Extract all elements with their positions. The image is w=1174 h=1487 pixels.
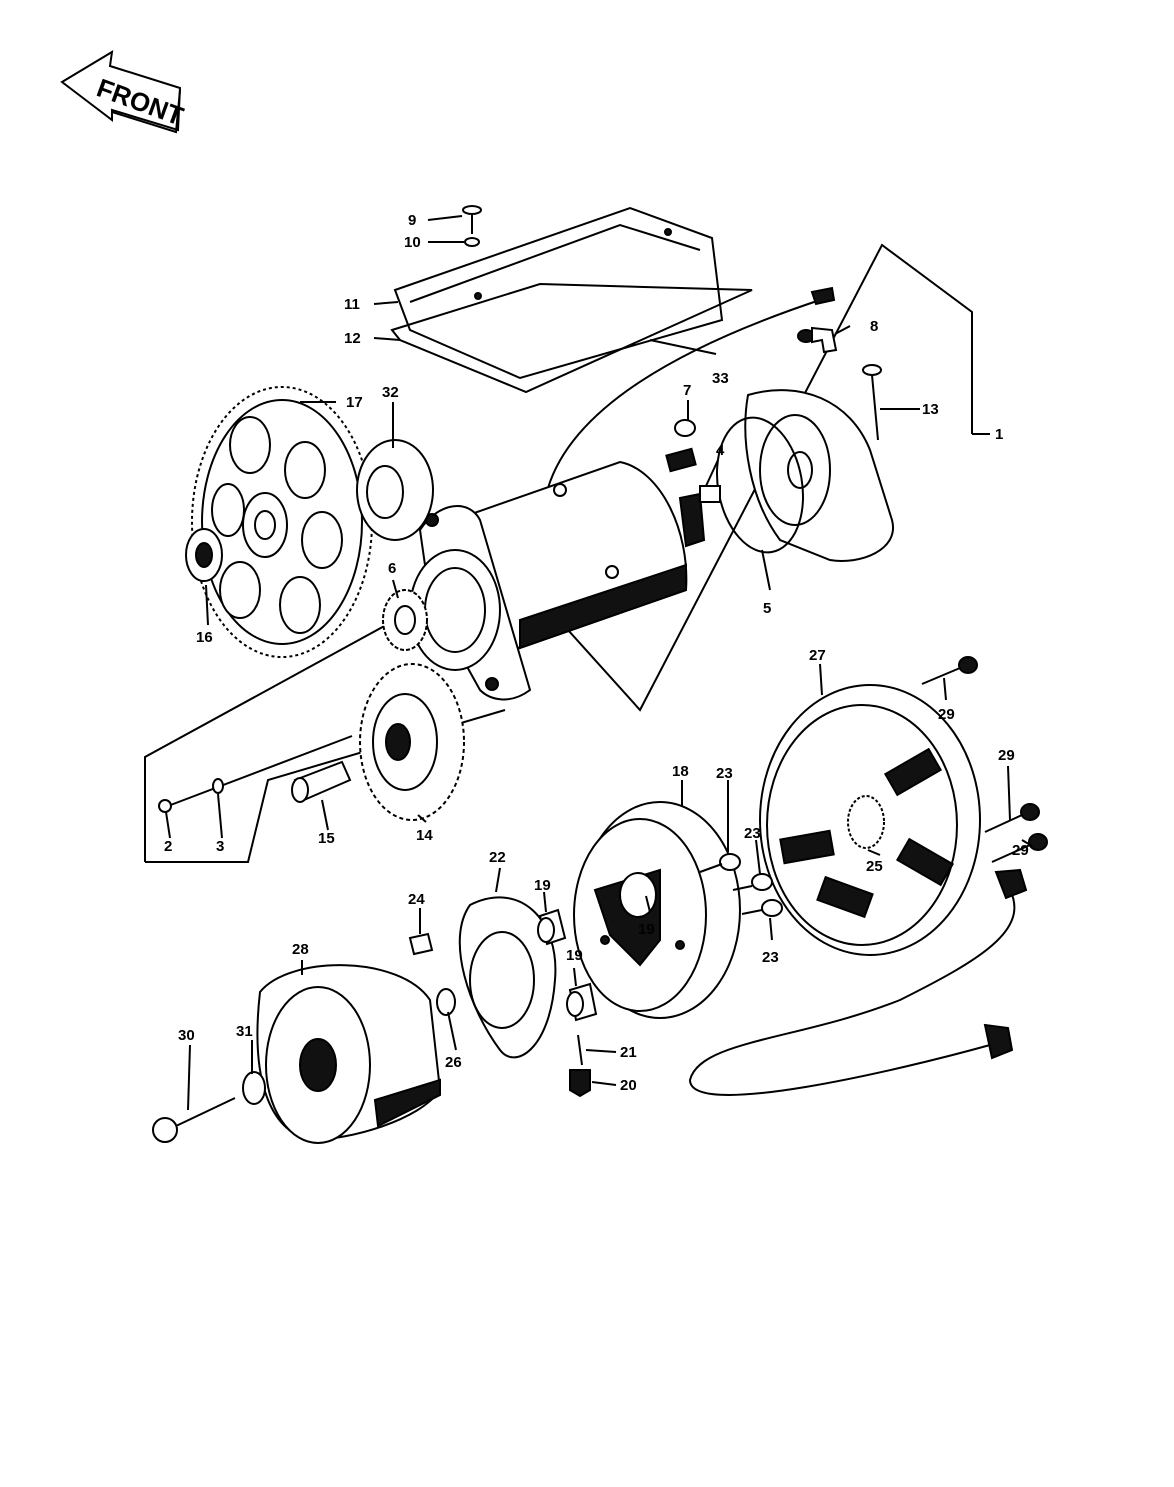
leader-lines bbox=[165, 215, 1033, 1111]
callout-29b: 29 bbox=[998, 747, 1015, 764]
idle-gear-spacer bbox=[291, 760, 352, 803]
stator-screw-29b bbox=[984, 803, 1040, 833]
rotor-gasket bbox=[458, 896, 557, 1059]
starter-motor bbox=[409, 460, 706, 701]
callout-4: 4 bbox=[716, 442, 725, 459]
starter-pinion bbox=[382, 589, 428, 651]
callout-20: 20 bbox=[620, 1077, 637, 1094]
callout-13: 13 bbox=[922, 401, 939, 418]
callout-8: 8 bbox=[870, 318, 878, 335]
callout-18: 18 bbox=[672, 763, 689, 780]
callout-23a: 23 bbox=[716, 765, 733, 782]
callout-27: 27 bbox=[809, 647, 826, 664]
rotor-bolt-washer bbox=[242, 1071, 266, 1105]
cover-gasket bbox=[390, 282, 753, 394]
callout-24: 24 bbox=[408, 891, 425, 908]
callout-32: 32 bbox=[382, 384, 399, 401]
callout-19a: 19 bbox=[534, 877, 551, 894]
callout-14: 14 bbox=[416, 827, 433, 844]
callout-26: 26 bbox=[445, 1054, 462, 1071]
starter-clutch-gear bbox=[191, 386, 373, 658]
callout-31: 31 bbox=[236, 1023, 253, 1040]
cap-nut bbox=[569, 1069, 591, 1098]
callout-22: 22 bbox=[489, 849, 506, 866]
dowel-pin-19a bbox=[537, 908, 567, 946]
callout-10: 10 bbox=[404, 234, 421, 251]
callout-23c: 23 bbox=[762, 949, 779, 966]
long-bolt bbox=[862, 364, 882, 441]
stator-screw-29a bbox=[921, 656, 978, 685]
callout-29a: 29 bbox=[938, 706, 955, 723]
callout-15: 15 bbox=[318, 830, 335, 847]
brush-holder bbox=[665, 447, 721, 503]
rotor-assembly bbox=[256, 964, 442, 1144]
callout-25: 25 bbox=[866, 858, 883, 875]
cover-washer bbox=[464, 237, 480, 247]
rotor-screw-23c bbox=[741, 899, 783, 917]
rotor-screw-23b bbox=[732, 873, 773, 891]
callout-labels: 1 2 3 4 5 6 7 8 9 10 11 12 13 14 15 16 1… bbox=[164, 212, 1029, 1094]
dowel-pin-19c bbox=[566, 982, 598, 1022]
idle-gear-shaft bbox=[158, 735, 353, 813]
callout-9: 9 bbox=[408, 212, 416, 229]
callout-5: 5 bbox=[763, 600, 771, 617]
callout-33: 33 bbox=[712, 370, 729, 387]
callout-28: 28 bbox=[292, 941, 309, 958]
callout-16: 16 bbox=[196, 629, 213, 646]
fitting-elbow bbox=[797, 326, 838, 354]
front-arrow: FRONT bbox=[60, 50, 187, 134]
callout-3: 3 bbox=[216, 838, 224, 855]
callout-7: 7 bbox=[683, 382, 691, 399]
stator-wire bbox=[688, 889, 1016, 1096]
callout-21: 21 bbox=[620, 1044, 637, 1061]
callout-29c: 29 bbox=[1012, 842, 1029, 859]
callout-2: 2 bbox=[164, 838, 172, 855]
starter-group-outline bbox=[144, 243, 973, 862]
idle-gear bbox=[359, 663, 465, 821]
callout-19b: 19 bbox=[638, 921, 655, 938]
rotor-screw-23a bbox=[699, 853, 741, 873]
knock-pin bbox=[408, 932, 434, 956]
brush bbox=[674, 419, 696, 437]
cover-screw bbox=[462, 205, 482, 234]
callout-12: 12 bbox=[344, 330, 361, 347]
lead-wire bbox=[547, 299, 821, 489]
callout-19c: 19 bbox=[566, 947, 583, 964]
stator bbox=[759, 684, 981, 956]
gear-collar bbox=[356, 439, 434, 541]
starter-end-cover bbox=[744, 389, 895, 562]
callout-6: 6 bbox=[388, 560, 396, 577]
stator-screw-29c bbox=[991, 833, 1048, 863]
rotor bbox=[573, 801, 741, 1019]
callout-17: 17 bbox=[346, 394, 363, 411]
starter-cover bbox=[393, 206, 724, 380]
rotor-washer bbox=[436, 988, 456, 1016]
callout-11: 11 bbox=[344, 296, 360, 313]
callout-1: 1 bbox=[995, 426, 1003, 443]
callout-23b: 23 bbox=[744, 825, 761, 842]
stud bbox=[577, 1034, 583, 1066]
rotor-bolt bbox=[152, 1097, 236, 1143]
callout-30: 30 bbox=[178, 1027, 195, 1044]
